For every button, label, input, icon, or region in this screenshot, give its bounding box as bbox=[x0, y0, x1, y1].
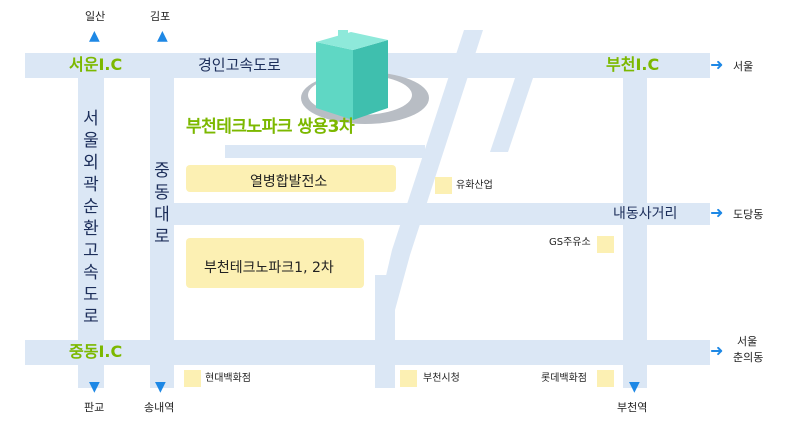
direction-bucheon-station: 부천역 bbox=[617, 401, 648, 414]
direction-seoul-bottom: 서울 bbox=[737, 335, 758, 348]
road-label-gyeongin: 경인고속도로 bbox=[198, 56, 281, 74]
place-yuhwa-marker bbox=[435, 177, 452, 194]
place-lotte-label: 롯데백화점 bbox=[541, 373, 587, 384]
direction-dodangdong: 도당동 bbox=[733, 208, 764, 221]
place-power-plant-label: 열병합발전소 bbox=[250, 174, 328, 190]
interchange-jungdong: 중동I.C bbox=[69, 342, 123, 361]
road-small-upper bbox=[225, 145, 425, 158]
road-label-jungdong: 중동대로 bbox=[154, 161, 170, 247]
place-gs-marker bbox=[597, 236, 614, 253]
interchange-bucheon: 부천I.C bbox=[606, 55, 660, 74]
arrow-down-icon: ▼ bbox=[89, 379, 100, 395]
direction-ilsan: 일산 bbox=[85, 10, 106, 23]
arrow-up-icon: ▲ bbox=[157, 28, 168, 44]
place-technopark12-label: 부천테크노파크1, 2차 bbox=[204, 260, 334, 276]
arrow-right-icon: ➜ bbox=[710, 341, 724, 360]
road-label-outer-ring: 서울외곽순환고속도로 bbox=[83, 109, 99, 327]
place-technopark12 bbox=[186, 238, 364, 288]
direction-seoul-top: 서울 bbox=[733, 60, 754, 73]
place-gs-label: GS주유소 bbox=[549, 237, 591, 248]
arrow-right-icon: ➜ bbox=[710, 55, 724, 74]
arrow-up-icon: ▲ bbox=[89, 28, 100, 44]
road-naedong bbox=[170, 203, 710, 225]
place-yuhwa-label: 유화산업 bbox=[456, 180, 493, 191]
place-cityhall-label: 부천시청 bbox=[423, 373, 460, 384]
interchange-seoun: 서운I.C bbox=[69, 55, 123, 74]
arrow-right-icon: ➜ bbox=[710, 203, 724, 222]
arrow-down-icon: ▼ bbox=[629, 379, 640, 395]
road-jungdong bbox=[150, 53, 174, 388]
arrow-down-icon: ▼ bbox=[155, 379, 166, 395]
place-cityhall-marker bbox=[400, 370, 417, 387]
road-bottom bbox=[25, 340, 710, 365]
building-icon bbox=[301, 30, 429, 124]
place-hyundai-label: 현대백화점 bbox=[205, 373, 251, 384]
road-label-naedong: 내동사거리 bbox=[613, 206, 678, 222]
road-bucheon-vertical bbox=[623, 53, 647, 388]
place-power-plant bbox=[186, 165, 396, 192]
direction-gimpo: 김포 bbox=[150, 10, 171, 23]
road-diagonal-main bbox=[378, 30, 483, 310]
road-outer-ring bbox=[78, 53, 104, 388]
place-hyundai-marker bbox=[184, 370, 201, 387]
place-lotte-marker bbox=[597, 370, 614, 387]
direction-songnae: 송내역 bbox=[144, 401, 175, 414]
map-title: 부천테크노파크 쌍용3차 bbox=[186, 117, 355, 137]
road-diagonal-east bbox=[490, 78, 533, 152]
direction-pangyo: 판교 bbox=[84, 401, 105, 414]
direction-chunuidong: 춘의동 bbox=[733, 351, 764, 364]
